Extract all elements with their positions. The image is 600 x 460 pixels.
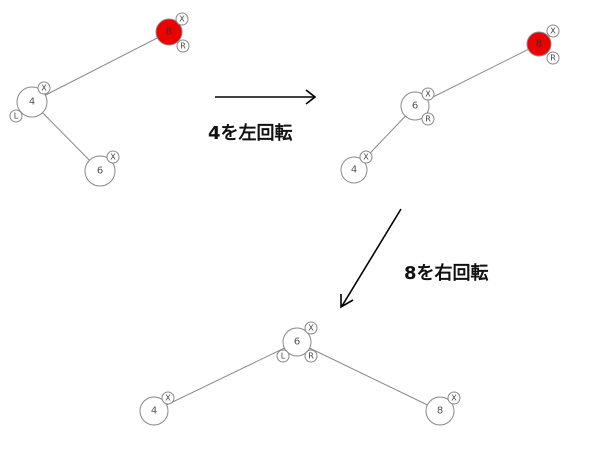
tree-node-8[interactable]: 8 X R <box>526 24 560 65</box>
delete-button-label: X <box>425 90 431 99</box>
delete-button[interactable]: X <box>546 24 560 38</box>
rotate-right-button[interactable]: R <box>176 39 190 53</box>
rotate-left-button[interactable]: L <box>9 109 23 123</box>
delete-button[interactable]: X <box>161 391 175 405</box>
delete-button[interactable]: X <box>421 87 435 101</box>
node-label: 4 <box>351 165 357 176</box>
rotate-right-button-label: R <box>425 115 431 124</box>
node-circle <box>139 396 169 426</box>
node-circle <box>400 91 430 121</box>
node-circle <box>526 31 552 57</box>
rotate-left-button-label: L <box>14 112 19 121</box>
node-label: 8 <box>536 39 542 50</box>
delete-button-label: X <box>451 394 457 403</box>
delete-button-label: X <box>308 324 314 333</box>
rotate-right-button[interactable]: R <box>546 51 560 65</box>
delete-button[interactable]: X <box>304 321 318 335</box>
edge-8-4 <box>31 31 170 103</box>
rotate-right-button-label: R <box>308 352 314 361</box>
tree-step-2: 8 X R 6 X R 4 <box>340 24 560 184</box>
delete-button-label: X <box>41 84 47 93</box>
delete-button-label: X <box>550 27 556 36</box>
tree-node-6[interactable]: 6 X R <box>400 87 435 126</box>
node-label: 6 <box>97 166 103 177</box>
delete-button-label: X <box>110 153 116 162</box>
delete-button-label: X <box>165 394 171 403</box>
transition-arrow-2 <box>340 208 402 309</box>
node-label: 8 <box>437 406 443 417</box>
delete-button-label: X <box>363 153 369 162</box>
edge-6-8 <box>296 341 441 412</box>
tree-step-3: 6 X L R 4 X 8 <box>139 321 461 426</box>
rotate-right-button-label: R <box>180 42 186 51</box>
edge-4-6 <box>31 101 101 172</box>
delete-button[interactable]: X <box>359 150 373 164</box>
tree-node-4[interactable]: 4 X <box>139 391 175 426</box>
edge-8-6 <box>414 43 540 107</box>
rotate-right-button[interactable]: R <box>304 349 318 363</box>
node-label: 4 <box>151 406 157 417</box>
node-circle <box>84 155 116 187</box>
edge-6-4 <box>153 341 298 412</box>
tree-node-6[interactable]: 6 X L R <box>276 321 318 363</box>
tree-node-8[interactable]: 8 X <box>425 391 461 426</box>
delete-button[interactable]: X <box>106 150 120 164</box>
tree-step-1: 8 X R 4 X L 6 <box>9 12 190 187</box>
rotate-left-button[interactable]: L <box>276 349 290 363</box>
node-circle <box>155 18 183 46</box>
delete-button[interactable]: X <box>447 391 461 405</box>
tree-node-8[interactable]: 8 X R <box>155 12 190 53</box>
delete-button[interactable]: X <box>175 12 189 26</box>
rotate-right-button[interactable]: R <box>421 112 435 126</box>
node-label: 6 <box>412 101 418 112</box>
node-circle <box>425 396 455 426</box>
transition-label-2: 8を右回転 <box>404 262 489 284</box>
delete-button-label: X <box>179 15 185 24</box>
transition-label-1: 4を左回転 <box>208 122 293 144</box>
tree-node-4[interactable]: 4 X L <box>9 81 51 123</box>
node-label: 4 <box>29 97 35 108</box>
node-circle <box>282 327 312 357</box>
node-label: 6 <box>294 337 300 348</box>
node-label: 8 <box>166 27 172 38</box>
rotate-left-button-label: L <box>281 352 286 361</box>
tree-node-4[interactable]: 4 X <box>340 150 373 184</box>
tree-node-6[interactable]: 6 X <box>84 150 120 187</box>
node-circle <box>340 156 368 184</box>
delete-button[interactable]: X <box>37 81 51 95</box>
node-circle <box>16 86 48 118</box>
transition-arrow-1 <box>215 89 317 105</box>
rotate-right-button-label: R <box>550 54 556 63</box>
